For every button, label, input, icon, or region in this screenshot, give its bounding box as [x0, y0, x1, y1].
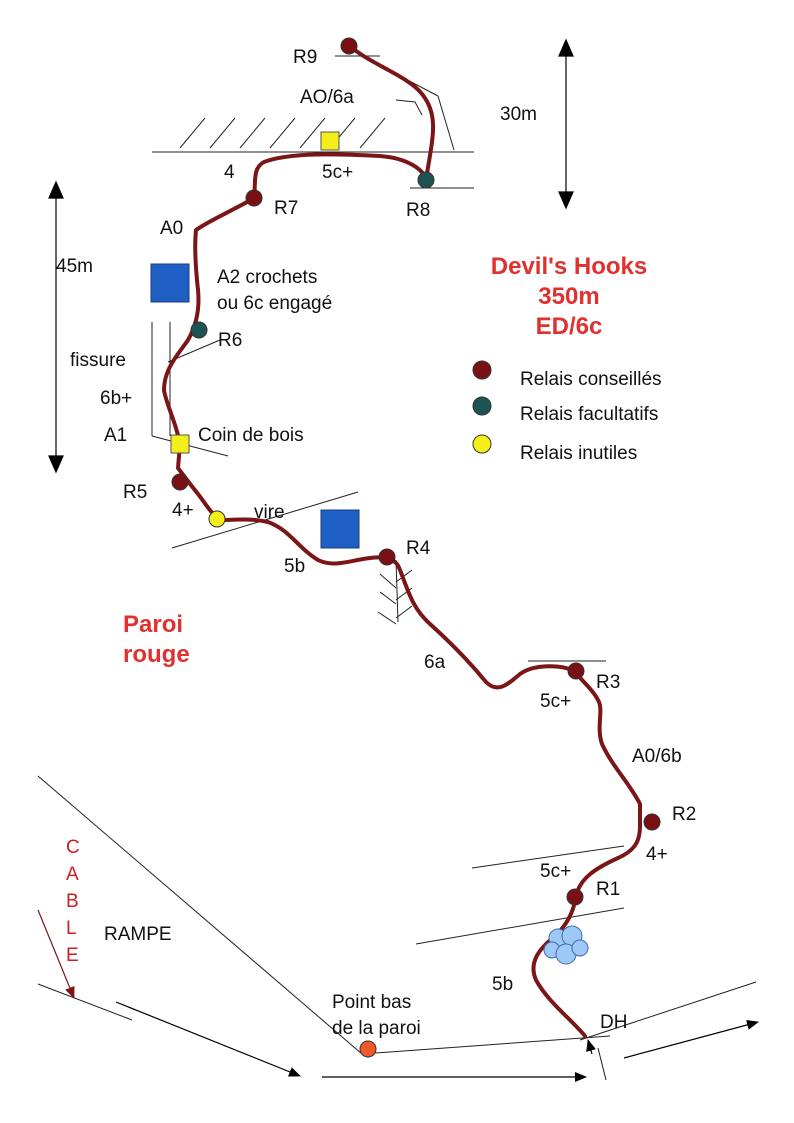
dh-arrow: [586, 1039, 596, 1055]
relay-label-r1: R1: [596, 879, 620, 900]
cable-label: C A B L E: [66, 837, 80, 966]
title-route-name: Devil's Hooks: [491, 253, 647, 280]
dimension-label-30m: 30m: [500, 104, 537, 125]
note-point-bas-line2: de la paroi: [332, 1018, 421, 1039]
note-coin-de-bois: Coin de bois: [198, 425, 304, 446]
useless-relay-square-top: [320, 131, 340, 151]
title-length: 350m: [538, 283, 599, 310]
base-ground-line: [361, 1035, 611, 1055]
relay-r6-dot: [190, 321, 208, 339]
relay-r1-dot: [566, 888, 584, 906]
note-dh: DH: [600, 1012, 627, 1033]
left-ground-line: [37, 983, 133, 1021]
grade-r7-r8-start: 4: [224, 162, 235, 183]
grade-crux-line1: A2 crochets: [217, 267, 317, 288]
legend-dot-recommended: [472, 360, 492, 380]
grade-r3-r4: 6a: [424, 652, 446, 673]
cable-letter: B: [66, 891, 79, 912]
grade-r5-r6: 6b+: [100, 388, 132, 409]
grade-start-r1: 5b: [492, 974, 513, 995]
approach-arrow-left: [115, 1001, 301, 1077]
start-point-dot: [359, 1040, 377, 1058]
relay-r5-dot: [171, 473, 189, 491]
aid-marker-upper: [150, 263, 190, 303]
r8-small-rock: [395, 99, 423, 116]
grade-r5-r6-aid: A1: [104, 425, 127, 446]
dimension-label-45m: 45m: [56, 256, 93, 277]
cloud-icon: [543, 925, 589, 965]
cable-letter: L: [66, 918, 77, 939]
dimension-30m: [558, 38, 574, 210]
relay-r3-dot: [567, 662, 585, 680]
grade-r8-r9: AO/6a: [300, 87, 354, 108]
relay-dots: [171, 37, 661, 1058]
useless-relay-square-coin: [170, 434, 190, 454]
zone-label-line2: rouge: [123, 641, 190, 668]
slab-line-1: [471, 845, 625, 869]
legend: Relais conseillés Relais facultatifs Rel…: [472, 360, 662, 464]
note-point-bas-line1: Point bas: [332, 992, 411, 1013]
grade-r1-r2-b: 5c+: [540, 861, 571, 882]
relay-useless-vire-dot: [208, 510, 226, 528]
relay-label-r3: R3: [596, 672, 620, 693]
relay-r2-dot: [643, 813, 661, 831]
legend-dot-useless: [472, 434, 492, 454]
ledge-hatching: [179, 117, 386, 149]
cable-letter: C: [66, 837, 80, 858]
legend-label-recommended: Relais conseillés: [520, 369, 662, 390]
note-vire: vire: [254, 502, 285, 523]
label-fissure: fissure: [70, 350, 126, 371]
relay-label-r4: R4: [406, 538, 431, 559]
legend-label-optional: Relais facultatifs: [520, 404, 658, 425]
relay-label-r8: R8: [406, 200, 430, 221]
coin-ledge-line: [151, 435, 229, 457]
dimension-45m: [48, 180, 64, 474]
route-title: Devil's Hooks 350m ED/6c: [491, 253, 647, 340]
grade-r4-r5-b: 5b: [284, 556, 305, 577]
relay-label-r6: R6: [218, 330, 242, 351]
r8-rock-line: [399, 75, 455, 151]
rampe-line: [37, 775, 363, 1055]
grade-crux-line2: ou 6c engagé: [217, 293, 332, 314]
relay-label-r9: R9: [293, 47, 317, 68]
legend-dot-optional: [472, 396, 492, 416]
zone-label-line1: Paroi: [123, 611, 183, 638]
relay-r9-dot: [340, 37, 358, 55]
aid-marker-lower: [320, 509, 360, 549]
approach-arrow-right: [623, 1020, 759, 1059]
relay-r4-dot: [378, 548, 396, 566]
grade-r6-r7-top: A0: [160, 218, 183, 239]
grade-r4-r5: 4+: [172, 500, 194, 521]
relay-label-r7: R7: [274, 198, 298, 219]
relay-label-r5: R5: [123, 482, 147, 503]
grade-r1-r2: 4+: [646, 844, 668, 865]
title-grade: ED/6c: [536, 313, 603, 340]
right-ground-line: [579, 981, 757, 1041]
climbing-route: [162, 44, 642, 1038]
cable-arrow: [37, 909, 75, 999]
approach-arrows: [115, 1001, 759, 1082]
legend-label-useless: Relais inutiles: [520, 443, 637, 464]
cable-letter: A: [66, 864, 79, 885]
note-rampe: RAMPE: [104, 924, 172, 945]
relay-label-r2: R2: [672, 804, 696, 825]
grade-r2-r3-b: A0/6b: [632, 746, 682, 767]
relay-r8-dot: [417, 171, 435, 189]
slab-line-2: [415, 907, 625, 945]
grade-r2-r3: 5c+: [540, 691, 571, 712]
cable-letter: E: [66, 945, 79, 966]
dh-tick: [597, 1047, 607, 1081]
grade-r7-r8: 5c+: [322, 162, 353, 183]
relay-r7-dot: [245, 189, 263, 207]
